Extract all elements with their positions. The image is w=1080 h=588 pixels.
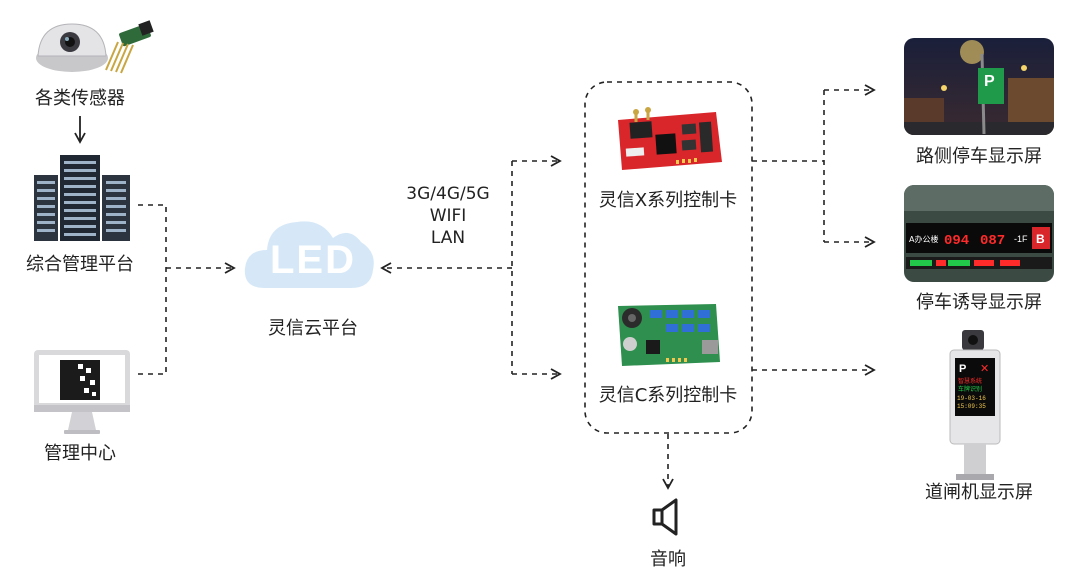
- management-center-label: 管理中心: [44, 443, 116, 464]
- gate-p-letter: P: [959, 363, 966, 375]
- gate-date-text: 19-03-16: [957, 395, 986, 402]
- server-rack-icon: [34, 155, 130, 241]
- cloud-icon: [244, 221, 374, 288]
- roadside-display-photo: P: [904, 38, 1054, 135]
- gate-time-text: 15:09:35: [957, 403, 986, 410]
- guidance-badge-letter: B: [1036, 232, 1045, 246]
- gate-x-mark: ✕: [980, 362, 989, 375]
- controller-group-frame: [584, 81, 753, 434]
- cloud-platform-label: 灵信云平台: [268, 318, 358, 339]
- network-protocols: 3G/4G/5G WIFI LAN: [406, 183, 489, 249]
- guidance-count-1: 094: [944, 233, 969, 249]
- guidance-count-2: 087: [980, 233, 1005, 249]
- gate-text-line-2: 车牌识别: [958, 385, 982, 393]
- sensor-module-icon: [105, 20, 154, 74]
- c-card-label: 灵信C系列控制卡: [598, 385, 738, 406]
- protocol-lan: LAN: [430, 228, 466, 248]
- c-card-board-image: [618, 304, 720, 366]
- management-platform-label: 综合管理平台: [26, 254, 134, 275]
- x-card-label: 灵信X系列控制卡: [598, 190, 738, 211]
- monitor-icon: [34, 350, 130, 434]
- x-card-board-image: [618, 107, 722, 170]
- gate-display-image: P ✕ 智慧系统 车牌识别 19-03-16 15:09:35: [949, 330, 1001, 480]
- roadside-display-label: 路侧停车显示屏: [916, 146, 1042, 167]
- parking-sign-letter: P: [984, 73, 995, 90]
- protocol-wifi: WIFI: [429, 206, 467, 226]
- gate-display-label: 道闸机显示屏: [925, 482, 1033, 503]
- guidance-display-label: 停车诱导显示屏: [916, 292, 1042, 313]
- guidance-display-photo: A办公楼 094 087 -1F B: [904, 185, 1054, 282]
- dome-camera-icon: [36, 23, 108, 72]
- left-bracket-line: [138, 204, 167, 375]
- protocol-cellular: 3G/4G/5G: [406, 184, 490, 204]
- gate-text-line-1: 智慧系统: [958, 377, 982, 385]
- guidance-building-text: A办公楼: [909, 234, 938, 244]
- cloud-logo-text: LED: [270, 238, 356, 282]
- speaker-icon: [652, 498, 678, 536]
- audio-label: 音响: [650, 549, 686, 570]
- sensors-image: [36, 20, 154, 74]
- sensors-label: 各类传感器: [35, 88, 125, 109]
- guidance-floor-text: -1F: [1014, 234, 1028, 244]
